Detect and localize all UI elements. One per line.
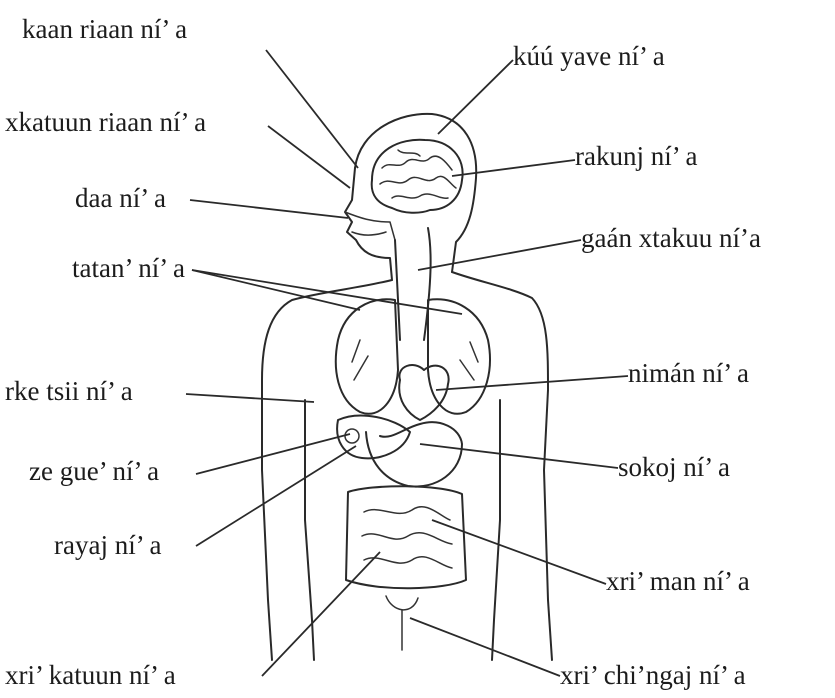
label-skull: kúú yave ní’ a — [513, 43, 665, 70]
label-gallbladder: ze gue’ ní’ a — [29, 458, 159, 485]
label-stomach: sokoj ní’ a — [618, 454, 730, 481]
leader-lines — [186, 50, 628, 676]
intestines-shape — [346, 486, 466, 610]
label-windpipe: gaán xtakuu ní’a — [581, 225, 761, 252]
label-mouth: daa ní’ a — [75, 185, 166, 212]
windpipe-shape — [395, 228, 431, 340]
label-brain: rakunj ní’ a — [575, 143, 697, 170]
label-bladder: xri’ chi’ngaj ní’ a — [560, 662, 746, 689]
label-large-intestine: xri’ katuun ní’ a — [5, 662, 176, 689]
brain-shape — [372, 140, 463, 213]
abdomen-upper — [337, 416, 462, 487]
label-liver: rayaj ní’ a — [54, 532, 161, 559]
heart-shape — [399, 365, 448, 420]
label-scalp: kaan riaan ní’ a — [22, 16, 187, 43]
body-outline — [262, 114, 552, 660]
lungs-shape — [336, 299, 490, 413]
label-small-intestine: xri’ man ní’ a — [606, 568, 750, 595]
label-ribs: rke tsii ní’ a — [5, 378, 133, 405]
label-forehead-skin: xkatuun riaan ní’ a — [5, 109, 206, 136]
label-lungs: tatan’ ní’ a — [72, 255, 185, 282]
label-heart: nimán ní’ a — [628, 360, 749, 387]
